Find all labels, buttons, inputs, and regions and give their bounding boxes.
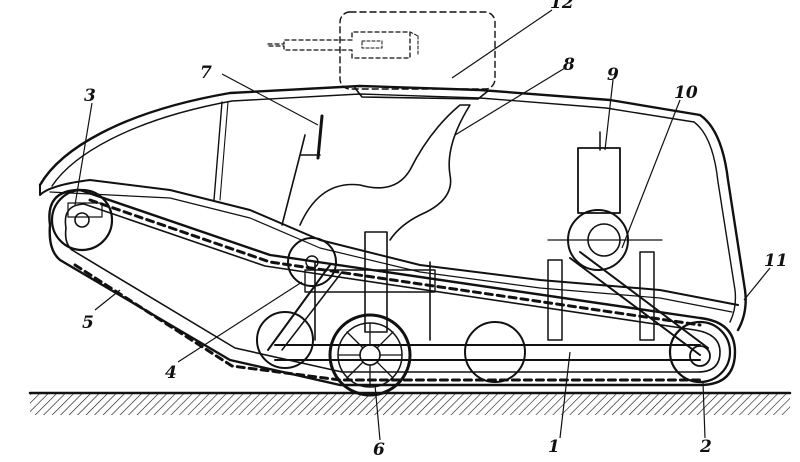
leader-lines bbox=[74, 9, 771, 441]
callout-4: 4 bbox=[165, 363, 177, 383]
callout-10: 10 bbox=[674, 83, 698, 103]
suspension-frame bbox=[267, 231, 701, 361]
seat bbox=[213, 101, 471, 241]
road-wheel bbox=[256, 311, 314, 369]
road-wheel bbox=[287, 237, 337, 287]
callout-3: 3 bbox=[84, 86, 96, 106]
ground bbox=[28, 391, 792, 415]
callout-1: 1 bbox=[548, 437, 560, 457]
engine-unit bbox=[547, 131, 709, 356]
road-wheel bbox=[464, 321, 526, 383]
callout-7: 7 bbox=[200, 63, 212, 83]
callout-9: 9 bbox=[607, 65, 619, 85]
callout-5: 5 bbox=[82, 313, 94, 333]
callout-6: 6 bbox=[373, 440, 385, 460]
callout-labels: 1 2 3 4 5 6 7 8 9 10 11 12 bbox=[82, 0, 788, 460]
callout-8: 8 bbox=[562, 55, 575, 75]
callout-12: 12 bbox=[550, 0, 574, 13]
idler-wheel-front bbox=[50, 188, 114, 252]
turret-outline bbox=[267, 11, 496, 90]
callout-2: 2 bbox=[699, 437, 712, 457]
control-lever bbox=[281, 114, 324, 226]
spoked-wheel bbox=[328, 313, 412, 397]
callout-11: 11 bbox=[764, 251, 788, 271]
